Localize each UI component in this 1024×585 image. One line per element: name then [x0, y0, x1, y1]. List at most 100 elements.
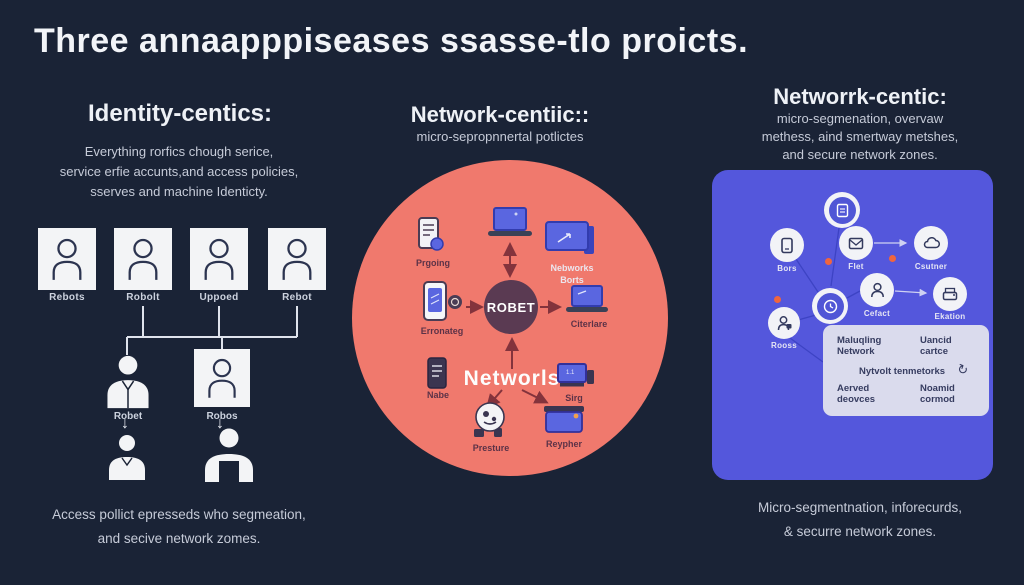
- icon-label-line: Borts: [560, 275, 584, 286]
- subtitle-line: service erfie accunts,and access policie…: [59, 164, 299, 180]
- robet-center-node: ROBET: [484, 280, 538, 334]
- person-icon: [870, 282, 884, 298]
- phone-document-icon: [418, 217, 444, 251]
- right-column-subtitle: micro-segmenation, overvaw methess, aind…: [716, 110, 1004, 165]
- subtitle-line: Everything rorfics chough serice,: [84, 144, 274, 159]
- person-filled-icon: [205, 428, 253, 482]
- person-filled-icon: [107, 355, 149, 409]
- phone-badge-icon: [423, 281, 462, 321]
- panel-line: cormod: [920, 394, 955, 406]
- segment-node: [768, 307, 800, 339]
- middle-column-subtitle: micro-sepropnnertal potlictes: [416, 129, 584, 144]
- caption-line: Access pollict epresseds who segmeation,: [52, 507, 306, 522]
- identity-box: [190, 228, 248, 290]
- panel-line: cartce: [920, 346, 948, 358]
- page-title: Three annaapppiseases ssasse-tlo proicts…: [34, 22, 749, 60]
- identity-box: [38, 228, 96, 290]
- hierarchy-lines: [126, 306, 298, 355]
- panel-line: Aerved: [837, 383, 870, 394]
- panel-line: deovces: [837, 394, 876, 406]
- caption-line: and secive network zomes.: [97, 530, 261, 546]
- segment-node: [933, 277, 967, 311]
- caption-line: & securre network zones.: [783, 523, 937, 539]
- panel-cell: Nytvolt tenmetorks: [858, 366, 946, 377]
- subtitle-line: sserves and machine Identicty.: [90, 184, 268, 200]
- orange-dot-icon: [774, 296, 781, 303]
- phone-dark-icon: [427, 357, 447, 389]
- panel-line: Maluqling: [837, 335, 882, 346]
- subtitle-line: methess, aind smertway metshes,: [761, 129, 959, 145]
- identity-box-label: Rebots: [49, 292, 85, 303]
- icon-label: Prgoing: [416, 258, 450, 268]
- panel-line: Noamid: [920, 383, 955, 394]
- identity-box: [268, 228, 326, 290]
- down-arrow-icon: ↓: [216, 415, 224, 432]
- panel-cell: Uancid cartce: [920, 335, 952, 358]
- person-outline-icon: [128, 238, 158, 280]
- icon-label: Presture: [472, 443, 510, 453]
- icon-label: Sirg: [565, 393, 583, 403]
- printer-icon: [942, 287, 958, 301]
- segment-node-label: Bors: [777, 264, 797, 273]
- person-lock-icon: [777, 316, 791, 331]
- refresh-arrow-icon: ↻: [954, 360, 971, 379]
- left-caption: Access pollict epresseds who segmeation,…: [6, 503, 352, 550]
- gauge-icon: [474, 402, 505, 437]
- segment-links: [789, 227, 928, 363]
- case-icon: [544, 406, 584, 433]
- right-caption: Micro-segmentnation, inforecurds, & secu…: [714, 496, 1006, 543]
- cloud-icon: [923, 237, 940, 249]
- icon-label: Nebworks Borts: [540, 262, 604, 286]
- svg-text:1.1: 1.1: [566, 370, 575, 376]
- down-arrow-icon: ↓: [121, 415, 129, 432]
- laptop-icon: [488, 207, 532, 236]
- icon-label-line: Nebworks: [550, 263, 594, 273]
- identity-box-label: Uppoed: [199, 292, 239, 303]
- icon-label: Citerlare: [570, 319, 608, 329]
- panel-line: Network: [837, 346, 875, 358]
- panel-cell: Aerved deovces: [837, 383, 875, 406]
- tree-node-label: Robet: [113, 411, 143, 422]
- networls-label: Networls: [463, 367, 561, 390]
- person-outline-icon: [204, 238, 234, 280]
- network-circle: Prgoing Nebworks Borts ROBET Erronateg: [352, 160, 668, 476]
- identity-box: [114, 228, 172, 290]
- network-folder-icon: [545, 221, 594, 254]
- device-icon: [780, 237, 793, 253]
- segment-node-label: Rooss: [771, 341, 797, 350]
- segmentation-panel: Bors Flet Csutner: [712, 170, 993, 480]
- segment-node: [839, 226, 873, 260]
- segment-node: [914, 226, 948, 260]
- right-column-heading: Networrk-centic:: [773, 84, 947, 109]
- laptop-icon: [566, 285, 608, 312]
- document-icon: [836, 203, 848, 217]
- icon-label: Erronateg: [420, 326, 464, 336]
- subtitle-line: micro-segmenation, overvaw: [776, 111, 944, 126]
- orange-dot-icon: [825, 258, 832, 265]
- icon-label: Reypher: [545, 439, 582, 449]
- middle-column-heading: Network-centiic::: [410, 102, 590, 127]
- identity-box-label: Rebot: [282, 292, 312, 303]
- envelope-icon: [848, 237, 864, 249]
- left-column-heading: Identity-centics:: [87, 100, 273, 127]
- person-outline-icon: [52, 238, 82, 280]
- subtitle-line: and secure network zones.: [782, 147, 938, 163]
- segment-node-label: Cefact: [863, 309, 891, 318]
- network-info-panel: Maluqling Network Uancid cartce Nytvolt …: [823, 325, 989, 416]
- icon-label: Nabe: [426, 390, 449, 400]
- segment-node: [860, 273, 894, 307]
- caption-line: Micro-segmentnation, inforecurds,: [757, 500, 963, 515]
- clock-icon: [823, 299, 837, 313]
- panel-cell: Maluqling Network: [837, 335, 881, 358]
- panel-line: Uancid: [920, 335, 952, 346]
- segment-node: [824, 192, 860, 228]
- segment-node: [812, 288, 848, 324]
- flow-arrows: [466, 242, 562, 409]
- identity-box-label: Robolt: [126, 292, 160, 303]
- identity-box: [194, 349, 250, 407]
- tree-node-label: Robos: [206, 411, 238, 422]
- panel-cell: Noamid cormod: [920, 383, 955, 406]
- monitor-icon: 1.1: [557, 363, 594, 387]
- segment-node-label: Flet: [848, 262, 864, 271]
